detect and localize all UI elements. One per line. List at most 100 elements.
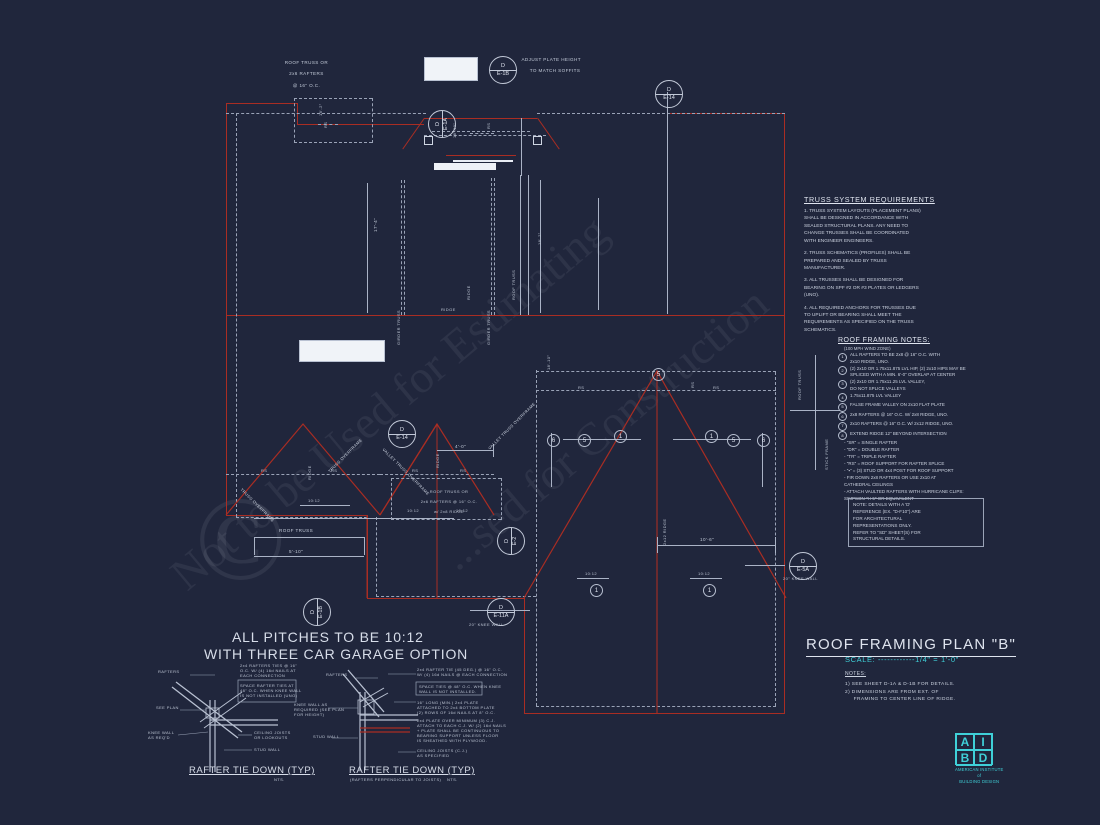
pitch-label: 10:12 [456,508,469,513]
note-line: - ATTACH VAULTED RAFTERS WITH HURRICANE … [844,488,964,494]
note-ref-1[interactable]: 1 [705,430,718,443]
dimension-line [657,537,658,553]
center-truss-line-1: ROOF TRUSS OR [429,489,469,494]
detail-bubble-e11a[interactable]: D E-11A [487,598,515,626]
note-line: FOR ARCHITECTURAL [853,515,903,521]
dimension-line [598,198,599,310]
bay-window-edge [424,118,537,119]
note-ref-6[interactable]: 6 [757,434,770,447]
detail-bubble-e5a[interactable]: D E-5A [789,552,817,580]
post-marker [424,136,433,145]
logo-caption-line-3: BUILDING DESIGN [959,779,1000,785]
pitch-note-line-1: ALL PITCHES TO BE 10:12 [232,629,424,645]
roof-edge [367,515,368,598]
callout-line-1: ROOF TRUSS OR [284,59,329,65]
note-line: FRAMING TO CENTER LINE OF RIDGE. [845,697,956,703]
note-line: NOTE: DETAILS WITH A 'D' [853,502,911,507]
detail-left-subtitle: NTS. [274,777,285,782]
plan-dashed-line [536,370,537,706]
note-line: WITH ENGINEER ENGINEERS. [804,238,874,244]
framing-notes-header: ROOF FRAMING NOTES: [838,337,930,344]
framing-note-number: 4 [838,393,847,402]
leader-label-box [424,57,478,81]
detail-left-label-knee-wall: KNEE WALL AS REQ'D [148,730,175,740]
note-line: SEALED STRUCTURAL PLANS. ANY NEED TO [804,223,909,229]
bay-window-dashed [432,131,530,132]
detail-reference-note: NOTE: DETAILS WITH A 'D'REFERENCE (EX. "… [848,498,984,548]
framing-note-text: (2) 2x10 OR 1.75x11.25 LVL VALLEY, DO NO… [850,379,926,391]
framing-note-number: 8 [838,431,847,440]
ridge-label-vertical: RIDGE [435,453,440,468]
dimension-line [657,545,775,546]
pitch-note-line-2: WITH THREE CAR GARAGE OPTION [204,646,469,662]
rs-label: RS [690,381,695,388]
framing-note-box [391,519,501,520]
detail-bubble-e14-top[interactable]: D E-14 [655,80,683,108]
detail-left-title: RAFTER TIE DOWN (TYP) [189,765,315,776]
adjust-plate-line-2: TO MATCH SOFFITS [529,68,581,74]
roof-edge [367,598,525,599]
roof-truss-line [540,180,541,313]
framing-note-box [391,478,392,520]
note-line: CATHEDRAL CEILINGS [844,481,894,487]
note-ref-1[interactable]: 1 [614,430,627,443]
detail-left-label-rafters: RAFTERS [158,669,180,674]
note-line: BEARING ON SPF #2 OR #3 PLATES OR LEDGER… [804,285,919,291]
bay-window-dashed [424,135,546,136]
note-line: REFER TO "SD" SHEET(S) FOR [853,529,921,535]
bay-window-sill [453,160,513,162]
detail-left-callout-1: 2x4 RAFTERS TIES @ 16" O.C. W/ (4) 16d N… [240,663,298,678]
note-ref-5[interactable]: 5 [727,434,740,447]
logo-letter-a: A [956,734,974,750]
stick-frame-divider [790,410,840,411]
dimension-line [551,433,552,487]
gable-apex [226,515,227,516]
rs-line [226,474,380,475]
detail-right-label-rafters: RAFTERS [326,672,348,677]
note-ref-1[interactable]: 1 [590,584,603,597]
truss-requirements-header: TRUSS SYSTEM REQUIREMENTS [804,195,935,204]
detail-left-label-stud-wall: STUD WALL [254,747,281,752]
plan-dashed-line [294,98,372,99]
framing-notes-legend: - "SR" = SINGLE RAFTER- "DR" = DOUBLE RA… [844,440,1053,475]
callout-line-3: @ 16" O.C. [292,82,321,88]
framing-note-text: ALL RAFTERS TO BE 2x8 @ 16" O.C. WITH 2x… [850,352,941,364]
rs-label: RS [713,385,720,390]
pitch-arrow [300,505,350,506]
dimension-line [667,92,668,314]
center-truss-line-3: w/ 2x8 RIDGE [433,509,465,514]
detail-bubble-e2[interactable]: D E-2 [497,527,525,555]
detail-right-label-knee-wall: KNEE WALL AS REQUIRED (SEE PLAN FOR HEIG… [294,702,345,717]
rs-label: RS [261,468,268,473]
plan-dashed-line [537,113,785,114]
note-line: 2. TRUSS SCHEMATICS (PROFILES) SHALL BE [804,251,911,257]
note-ref-1[interactable]: 1 [703,584,716,597]
logo-letter-d: D [974,750,992,766]
bubble-divider [656,93,682,95]
logo-letter-i: I [974,734,992,750]
plan-dashed-line [376,596,536,597]
note-ref-5[interactable]: 5 [652,368,665,381]
note-ref-5[interactable]: 5 [578,434,591,447]
dimension-line [364,537,365,555]
detail-bubble-e1b-top[interactable]: D E-1B [489,56,517,84]
note-line: STRUCTURAL DETAILS. [853,536,906,542]
adjust-plate-line-1: ADJUST PLATE HEIGHT [521,56,581,62]
dimension-line [775,537,776,553]
framing-note-number: 7 [838,421,847,431]
note-ref-6[interactable]: 6 [547,434,560,447]
detail-bubble-e14-mid[interactable]: D E-14 [388,420,416,448]
girder-truss-label: GIRDER TRUSS [396,310,401,345]
roof-ridge-line [226,315,785,316]
logo-caption-line-1: AMERICAN INSTITUTE [955,767,1004,772]
detail-bubble-e6[interactable]: D E-1B [303,598,331,626]
dimension-line [521,118,522,176]
detail-bubble-left-bay[interactable]: D E-1A [428,110,456,138]
rs-marker-line [318,124,338,125]
plan-dashed-line [236,113,237,517]
note-line: CHANGE TRUSSES SHALL BE COORDINATED [804,231,909,237]
